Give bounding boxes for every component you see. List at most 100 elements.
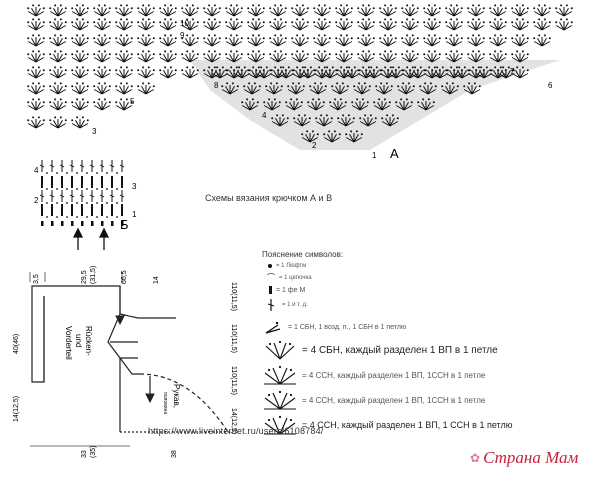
watermark-text: Страна Мам (483, 448, 579, 467)
fan-stitch (555, 18, 573, 31)
fan-stitch (401, 50, 419, 63)
fan-stitch (181, 34, 199, 47)
fan-stitch (555, 4, 573, 17)
fan-stitch (137, 82, 155, 95)
chart-a-row-2: 2 (312, 141, 317, 150)
fan-stitch (49, 4, 67, 17)
fan-stitch (271, 114, 289, 127)
fan-stitch (365, 66, 383, 79)
fan-stitch (423, 4, 441, 17)
fan-stitch (225, 34, 243, 47)
fan-stitch (401, 34, 419, 47)
fan-stitch (331, 82, 349, 95)
dim-top-1: 3,5 (33, 274, 40, 284)
fan-stitch (395, 98, 413, 111)
fan-stitch (225, 4, 243, 17)
fan-stitch (159, 18, 177, 31)
chart-b-row-3: 3 (132, 182, 137, 191)
fan-stitch (27, 116, 45, 129)
dim-top-4: 66,5 (121, 270, 128, 284)
legend-item-8: = 4 ССН, каждый разделен 1 ВП, 1ССН в 1 … (262, 390, 562, 410)
fan-stitch (533, 34, 551, 47)
fan-stitch (357, 18, 375, 31)
fan-stitch (93, 4, 111, 17)
fan-stitch (181, 4, 199, 17)
legend-item-5: = 1 СБН, 1 возд. п., 1 СБН в 1 петлю (262, 320, 562, 334)
fan-stitch (373, 98, 391, 111)
fan-stitch (417, 98, 435, 111)
chart-a-row-8: 8 (214, 81, 219, 90)
fan-stitch (27, 66, 45, 79)
fan-stitch (27, 50, 45, 63)
dim-right-4: 14(12,5) (230, 408, 237, 434)
fan-stitch (265, 82, 283, 95)
fan-stitch (467, 34, 485, 47)
fan-stitch (467, 50, 485, 63)
fan-stitch (241, 98, 259, 111)
fan-stitch (335, 4, 353, 17)
fan-stitch (307, 98, 325, 111)
fan-stitch (291, 50, 309, 63)
fan-stitch (511, 34, 529, 47)
chart-b-row-4: 4 (34, 166, 39, 175)
fan-stitch (343, 66, 361, 79)
fan-stitch (291, 34, 309, 47)
legend-item-4: = 1 и т. д. (262, 298, 562, 312)
sleeve-curve (139, 373, 229, 433)
dim-right-3: 110(11,5) (230, 366, 237, 395)
fan-stitch (49, 116, 67, 129)
fan-stitch (309, 82, 327, 95)
fan-stitch (115, 66, 133, 79)
fan-stitch (533, 18, 551, 31)
fan-stitch (269, 18, 287, 31)
fan-stitch (247, 34, 265, 47)
fan-stitch (445, 34, 463, 47)
fan-stitch (463, 82, 481, 95)
watermark: ✿ Страна Мам (470, 448, 578, 468)
sc-icon (269, 286, 272, 294)
fan-stitch (137, 4, 155, 17)
fan-stitch (335, 50, 353, 63)
fan-4dc-icon (264, 365, 296, 385)
fan-stitch (221, 82, 239, 95)
fan-stitch (27, 98, 45, 111)
fan-stitch (445, 50, 463, 63)
dim-top-3: (31,5) (90, 266, 97, 284)
fan-stitch (511, 50, 529, 63)
fan-stitch (359, 114, 377, 127)
chart-a-row-10: 10 (180, 19, 189, 28)
dim-side-1: 40(46) (13, 334, 20, 354)
fan-stitch (351, 98, 369, 111)
fan-stitch (453, 66, 471, 79)
fan-stitch (423, 34, 441, 47)
legend-item-2: ⌒ = 1 цепочка (267, 273, 312, 282)
fan-stitch (243, 82, 261, 95)
chart-b-row-2: 2 (34, 196, 39, 205)
fan-stitch (467, 4, 485, 17)
fan-stitch (27, 82, 45, 95)
fan-stitch (313, 18, 331, 31)
chart-b-arrow-right (98, 227, 110, 250)
dim-bottom-1: 33 (81, 450, 88, 458)
fan-stitch (247, 4, 265, 17)
v-stitch-icon (265, 321, 281, 334)
piece-label-3: Vorderteil (64, 326, 73, 360)
fan-stitch (533, 4, 551, 17)
fan-stitch (431, 66, 449, 79)
chart-a-fans (27, 4, 573, 143)
fan-stitch (497, 66, 515, 79)
fan-stitch (511, 4, 529, 17)
fan-stitch (49, 18, 67, 31)
fan-stitch (159, 50, 177, 63)
fan-stitch (27, 34, 45, 47)
chart-a-row-3: 3 (92, 127, 97, 136)
chart-b-stitches (39, 160, 125, 226)
fan-stitch (489, 18, 507, 31)
yoke-line (107, 286, 138, 359)
legend: Пояснение символов: = 1 Люфтм ⌒ = 1 цепо… (262, 250, 562, 435)
fan-stitch (401, 4, 419, 17)
legend-item-9: = 4 ССН, каждый разделен 1 ВП, 1 ССН в 1… (262, 415, 562, 435)
fan-stitch (181, 50, 199, 63)
fan-stitch (511, 18, 529, 31)
fan-stitch (489, 34, 507, 47)
